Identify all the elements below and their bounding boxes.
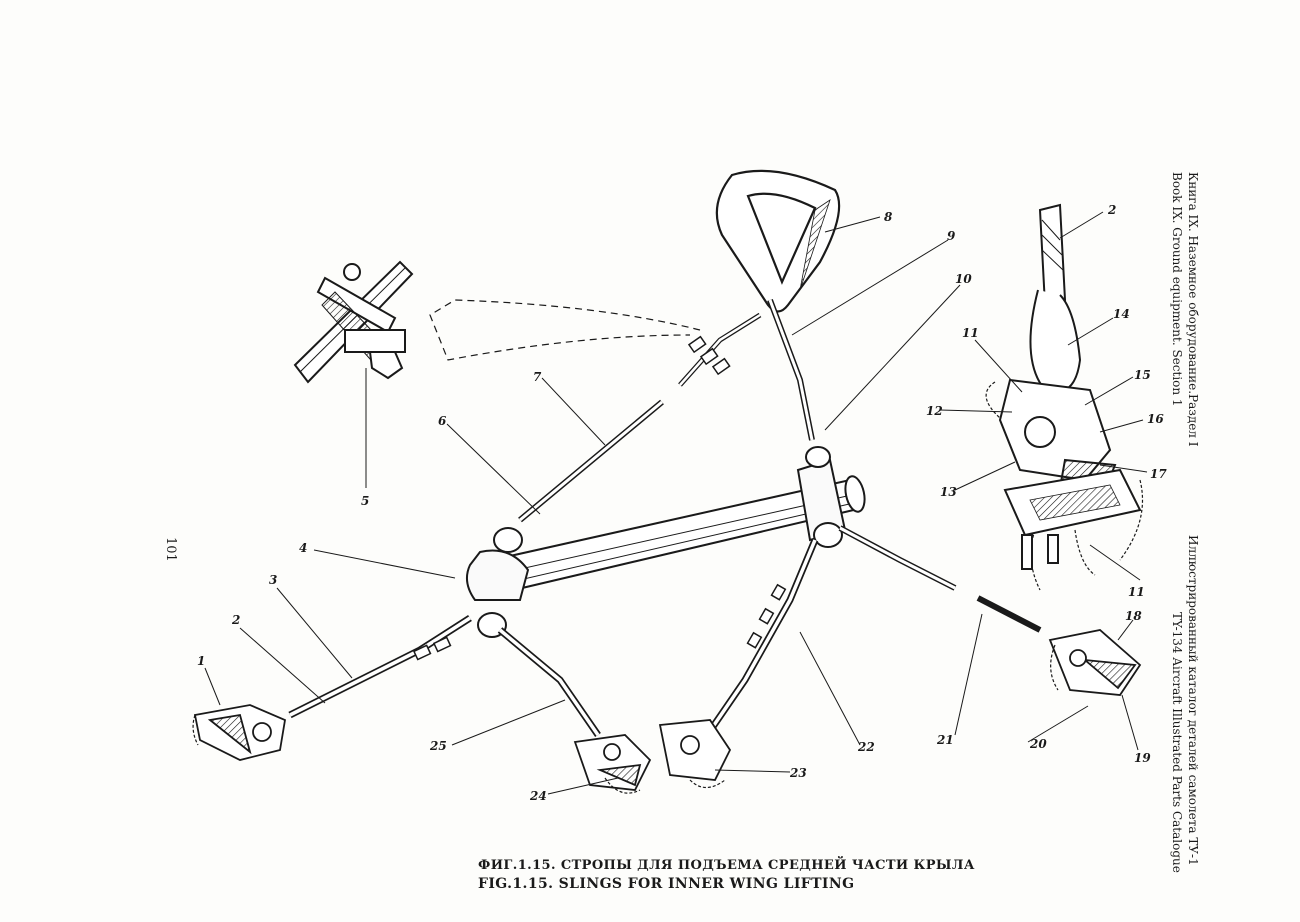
leader-lines — [204, 211, 1148, 795]
detail-cable-clamp — [293, 260, 414, 384]
header-book-ru: Книга IX. Наземное оборудование.Раздел I — [1186, 172, 1200, 447]
callout-8: 8 — [884, 210, 893, 224]
detail-hook-assembly — [998, 203, 1142, 570]
callout-numbers: 1 2 3 4 5 6 7 8 9 10 11 12 13 14 15 16 1… — [197, 203, 1167, 803]
callout-2-detail: 2 — [1107, 203, 1116, 217]
callout-10: 10 — [955, 272, 972, 286]
callout-17: 17 — [1150, 467, 1167, 481]
header-catalogue-ru: Иллюстрированный каталог деталей самолет… — [1186, 535, 1200, 866]
header-catalogue-en: TY-134 Aircraft Illustrated Parts Catalo… — [1170, 612, 1184, 873]
cable-clamps — [412, 335, 787, 661]
figure-caption-ru: ФИГ.1.15. СТРОПЫ ДЛЯ ПОДЪЕМА СРЕДНЕЙ ЧАС… — [478, 858, 975, 873]
sling-cables — [288, 298, 957, 737]
callout-13: 13 — [940, 485, 957, 499]
callout-18: 18 — [1125, 609, 1142, 623]
figure-caption-en: FIG.1.15. SLINGS FOR INNER WING LIFTING — [478, 876, 855, 892]
callout-7: 7 — [533, 370, 542, 384]
sling-end-fittings — [193, 595, 1142, 791]
page-number: 101 — [163, 537, 178, 562]
callout-11-top: 11 — [962, 326, 979, 340]
callout-24: 24 — [529, 789, 547, 803]
callout-19: 19 — [1134, 751, 1151, 765]
callout-20: 20 — [1029, 737, 1047, 751]
callout-15: 15 — [1134, 368, 1151, 382]
callout-11-bottom: 11 — [1128, 585, 1145, 599]
spreader-beam — [465, 446, 866, 638]
callout-14: 14 — [1113, 307, 1130, 321]
callout-25: 25 — [429, 739, 447, 753]
callout-3: 3 — [269, 573, 277, 587]
header-book-en: Book IX. Ground equipment. Section 1 — [1170, 172, 1184, 407]
callout-23: 23 — [789, 766, 807, 780]
callout-4: 4 — [299, 541, 307, 555]
callout-5: 5 — [361, 494, 369, 508]
callout-9: 9 — [947, 229, 956, 243]
callout-12: 12 — [926, 404, 943, 418]
callout-21: 21 — [936, 733, 954, 747]
callout-2: 2 — [231, 613, 240, 627]
lifting-ring — [715, 169, 841, 313]
callout-22: 22 — [857, 740, 875, 754]
callout-1: 1 — [197, 654, 205, 668]
callout-6: 6 — [438, 414, 447, 428]
callout-16: 16 — [1147, 412, 1164, 426]
